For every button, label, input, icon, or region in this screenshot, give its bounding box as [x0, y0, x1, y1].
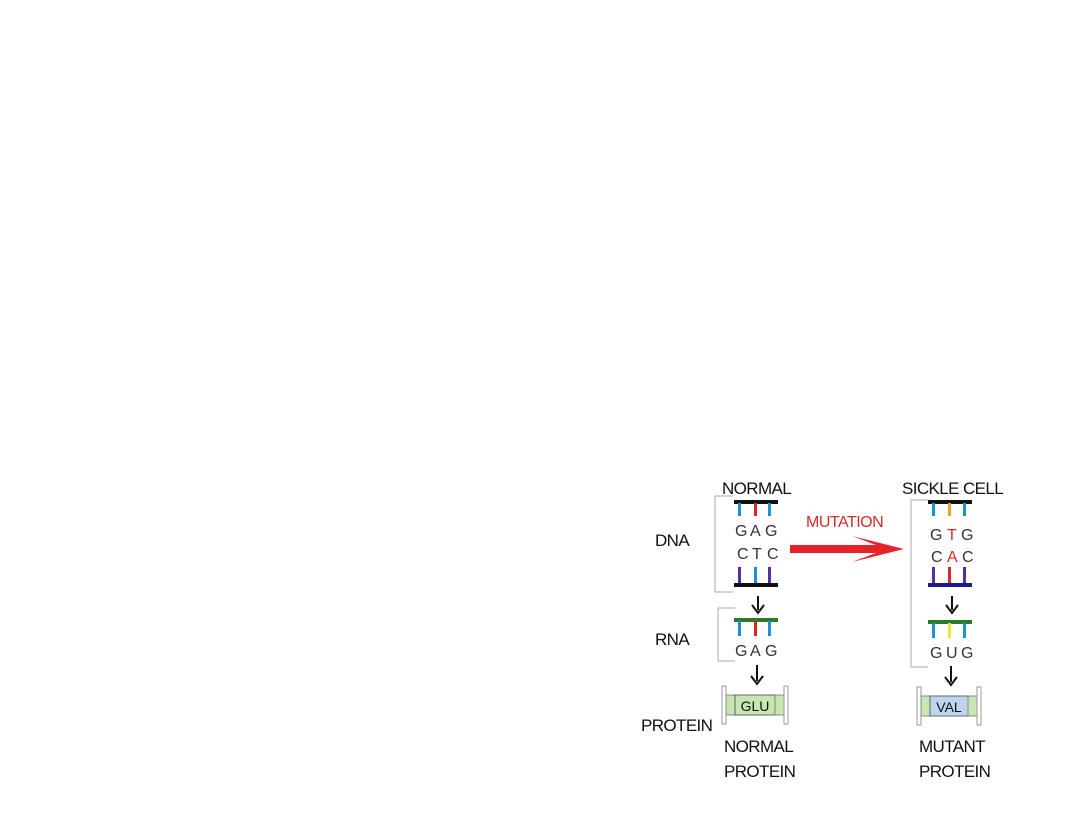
- sickle-caption-line2: PROTEIN: [919, 762, 990, 781]
- normal-title: NORMAL: [722, 479, 791, 498]
- sickle-translation-arrow-icon: [944, 666, 958, 687]
- sickle-dna-top-strand: [928, 500, 972, 504]
- normal-rna-bar-3: [768, 621, 771, 636]
- sickle-dna-bottom-base-3: C: [962, 549, 974, 566]
- normal-dna-bracket: [714, 495, 733, 593]
- sickle-bracket: [910, 499, 928, 668]
- normal-dna-bottom-base-3: C: [767, 546, 779, 563]
- normal-dna-bottom-bar-2: [754, 567, 757, 584]
- sickle-dna-top-bar-3: [963, 503, 966, 516]
- normal-dna-top-base-1: G: [735, 523, 747, 540]
- sickle-rna-bar-3: [963, 623, 966, 638]
- normal-protein-chain: [721, 685, 789, 725]
- normal-transcription-arrow-icon: [751, 596, 765, 615]
- sickle-amino-acid: VAL: [936, 699, 962, 715]
- normal-rna-bar-1: [738, 621, 741, 636]
- normal-dna-top-bar-3: [768, 503, 771, 516]
- sickle-dna-bottom-bar-2: [948, 567, 951, 584]
- sickle-dna-top-base-2: T: [947, 527, 957, 544]
- sickle-rna-bar-2: [948, 623, 951, 638]
- sickle-dna-top-base-3: G: [961, 527, 973, 544]
- sickle-dna-bottom-bar-3: [963, 567, 966, 584]
- sickle-rna-base-1: G: [930, 645, 942, 662]
- protein-row-label: PROTEIN: [641, 716, 712, 735]
- sickle-dna-bottom-base-2: A: [947, 549, 958, 566]
- normal-dna-top-bar-2: [754, 503, 757, 516]
- sickle-dna-bottom-bar-1: [932, 567, 935, 584]
- normal-caption-line1: NORMAL: [724, 737, 793, 756]
- sickle-dna-top-base-1: G: [930, 527, 942, 544]
- normal-dna-bottom-base-2: T: [752, 546, 762, 563]
- normal-dna-bottom-bar-1: [738, 567, 741, 584]
- normal-dna-top-base-2: A: [750, 523, 761, 540]
- sickle-rna-bar-1: [932, 623, 935, 638]
- normal-caption-line2: PROTEIN: [724, 762, 795, 781]
- sickle-caption-line1: MUTANT: [919, 737, 985, 756]
- normal-rna-base-2: A: [750, 643, 761, 660]
- normal-dna-bottom-base-1: C: [737, 546, 749, 563]
- sickle-rna-strand: [928, 620, 972, 624]
- sickle-dna-top-bar-1: [932, 503, 935, 516]
- normal-dna-bottom-strand: [734, 583, 778, 587]
- sickle-title: SICKLE CELL: [902, 479, 1003, 498]
- normal-dna-bottom-bar-3: [768, 567, 771, 584]
- dna-row-label: DNA: [655, 531, 690, 550]
- normal-amino-acid: GLU: [741, 698, 770, 714]
- sickle-transcription-arrow-icon: [945, 596, 959, 615]
- sickle-rna-base-2: U: [946, 645, 958, 662]
- normal-rna-strand: [734, 618, 778, 622]
- normal-rna-base-1: G: [735, 643, 747, 660]
- mutation-label: MUTATION: [806, 514, 883, 531]
- normal-rna-base-3: G: [765, 643, 777, 660]
- sickle-dna-bottom-strand: [928, 583, 972, 587]
- normal-dna-top-strand: [734, 500, 778, 504]
- normal-dna-top-bar-1: [738, 503, 741, 516]
- normal-rna-bracket: [717, 607, 735, 662]
- rna-row-label: RNA: [655, 630, 690, 649]
- sickle-protein-chain: [916, 686, 982, 726]
- mutation-arrow-icon: [790, 536, 904, 562]
- sickle-rna-base-3: G: [961, 645, 973, 662]
- sickle-dna-bottom-base-1: C: [931, 549, 943, 566]
- sickle-dna-top-bar-2: [948, 503, 951, 516]
- normal-translation-arrow-icon: [750, 665, 764, 686]
- normal-dna-top-base-3: G: [765, 523, 777, 540]
- normal-rna-bar-2: [754, 621, 757, 636]
